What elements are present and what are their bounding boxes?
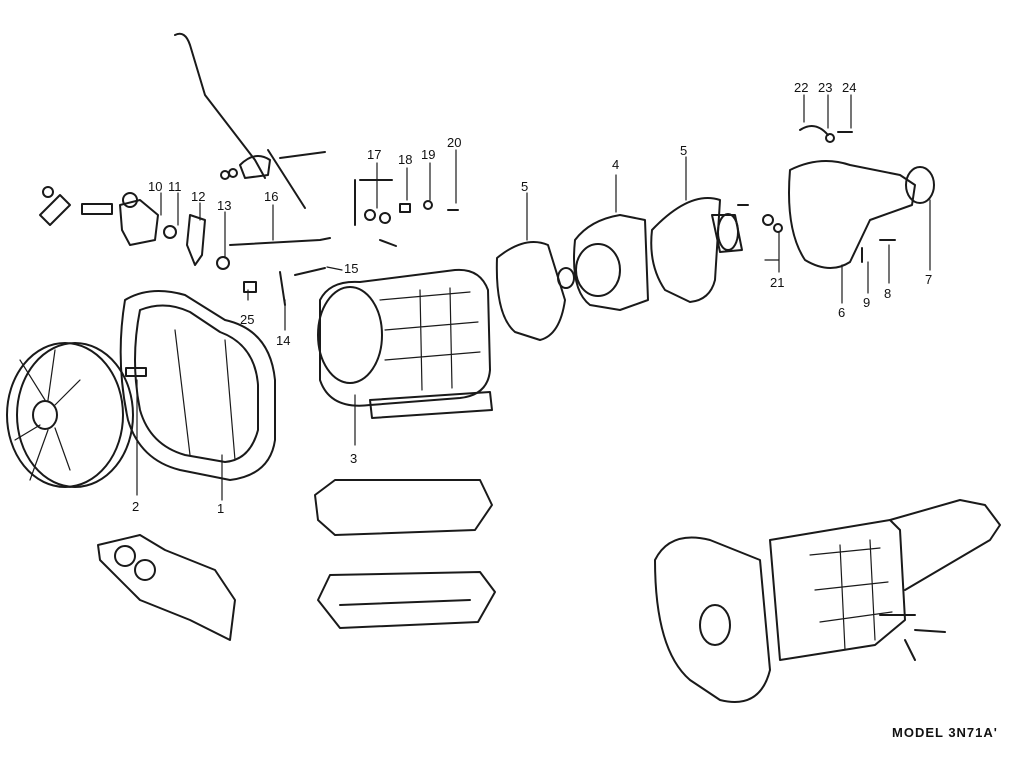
callout-8: 8 <box>884 286 892 301</box>
transmission-case <box>317 268 493 419</box>
callout-17: 17 <box>367 147 382 162</box>
callout-5a: 5 <box>521 179 529 194</box>
manual-linkage-parts <box>39 186 331 270</box>
callout-10: 10 <box>148 179 163 194</box>
oil-pan <box>317 571 496 629</box>
callout-19: 19 <box>421 147 436 162</box>
oil-pump <box>557 214 649 311</box>
leader-lines <box>136 94 931 501</box>
callout-13: 13 <box>217 198 232 213</box>
selector-linkage <box>174 32 326 209</box>
gasket-5b <box>650 197 721 303</box>
callout-18: 18 <box>398 152 413 167</box>
dust-cover <box>97 534 236 641</box>
rear-extension <box>711 160 935 269</box>
assembled-transmission <box>654 499 1001 703</box>
callout-2: 2 <box>132 499 140 514</box>
callout-5b: 5 <box>680 143 688 158</box>
callout-15: 15 <box>344 261 359 276</box>
callout-9: 9 <box>863 295 871 310</box>
callout-12: 12 <box>191 189 206 204</box>
oil-pan-gasket <box>314 479 493 536</box>
callout-23: 23 <box>818 80 833 95</box>
callout-20: 20 <box>447 135 462 150</box>
callout-16: 16 <box>264 189 279 204</box>
model-label: MODEL 3N71A' <box>892 725 998 740</box>
callout-25: 25 <box>240 312 255 327</box>
callout-1: 1 <box>217 501 225 516</box>
gasket-5a <box>495 241 566 341</box>
pins-and-seals <box>243 179 459 306</box>
callout-21: 21 <box>770 275 785 290</box>
small-hardware <box>737 125 896 263</box>
callout-11: 11 <box>168 179 182 194</box>
callout-4: 4 <box>612 157 620 172</box>
callout-22: 22 <box>794 80 809 95</box>
callout-3: 3 <box>350 451 358 466</box>
callout-24: 24 <box>842 80 857 95</box>
callout-6: 6 <box>838 305 846 320</box>
callout-7: 7 <box>925 272 933 287</box>
callout-14: 14 <box>276 333 291 348</box>
torque-converter <box>6 342 134 488</box>
